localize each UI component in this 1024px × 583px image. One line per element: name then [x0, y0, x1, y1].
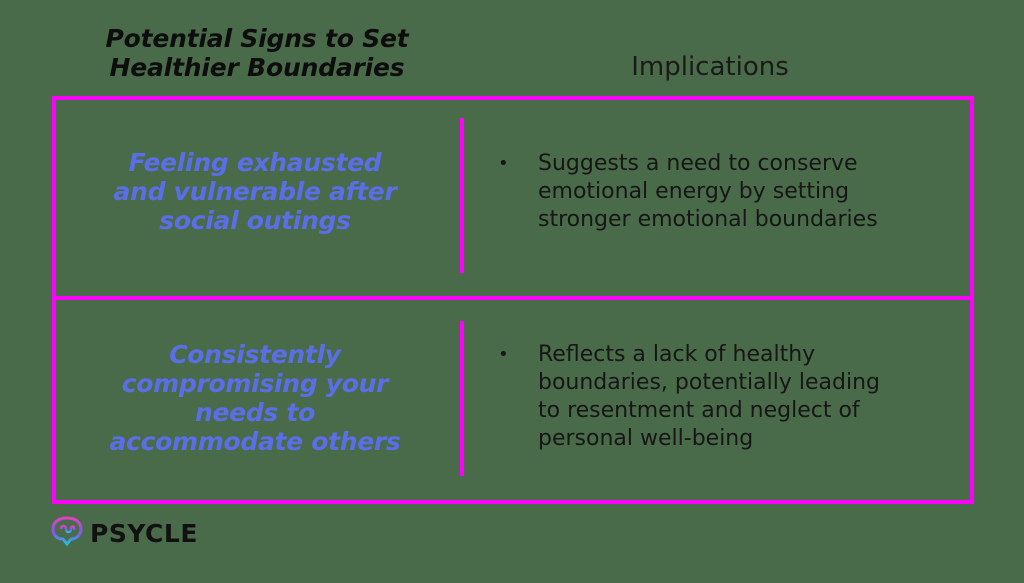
implication-line: Suggests a need to conserve: [538, 151, 858, 176]
brain-heart-icon: [50, 514, 84, 552]
bullet-icon: •: [498, 153, 509, 174]
sign-row-2: Consistently compromising your needs to …: [60, 340, 450, 456]
sign-line: needs to: [195, 398, 315, 427]
implication-line: stronger emotional boundaries: [538, 207, 878, 232]
row-divider: [52, 296, 974, 300]
sign-line: and vulnerable after: [113, 177, 397, 206]
implication-row-1: • Suggests a need to conserve emotional …: [498, 150, 938, 234]
psycle-logo: PSYCLE: [50, 514, 198, 552]
implication-line: Reflects a lack of healthy: [538, 342, 816, 367]
column-divider-row-1: [460, 118, 464, 273]
sign-row-1: Feeling exhausted and vulnerable after s…: [60, 148, 450, 235]
header-line-2: Healthier Boundaries: [109, 53, 405, 82]
bullet-icon: •: [498, 344, 509, 365]
sign-line: Feeling exhausted: [128, 148, 382, 177]
signs-column-header: Potential Signs to Set Healthier Boundar…: [52, 24, 462, 82]
sign-line: Consistently: [169, 340, 341, 369]
table-border: [52, 96, 974, 504]
sign-line: accommodate others: [109, 427, 401, 456]
implication-line: boundaries, potentially leading: [538, 370, 880, 395]
implications-column-header: Implications: [631, 52, 789, 82]
implication-line: personal well-being: [538, 426, 754, 451]
column-divider-row-2: [460, 321, 464, 476]
implication-line: emotional energy by setting: [538, 179, 850, 204]
sign-line: compromising your: [121, 369, 389, 398]
header-line-1: Potential Signs to Set: [105, 24, 409, 53]
logo-text: PSYCLE: [90, 518, 198, 548]
implication-line: to resentment and neglect of: [538, 398, 860, 423]
sign-line: social outings: [159, 206, 351, 235]
implication-row-2: • Reflects a lack of healthy boundaries,…: [498, 341, 938, 453]
